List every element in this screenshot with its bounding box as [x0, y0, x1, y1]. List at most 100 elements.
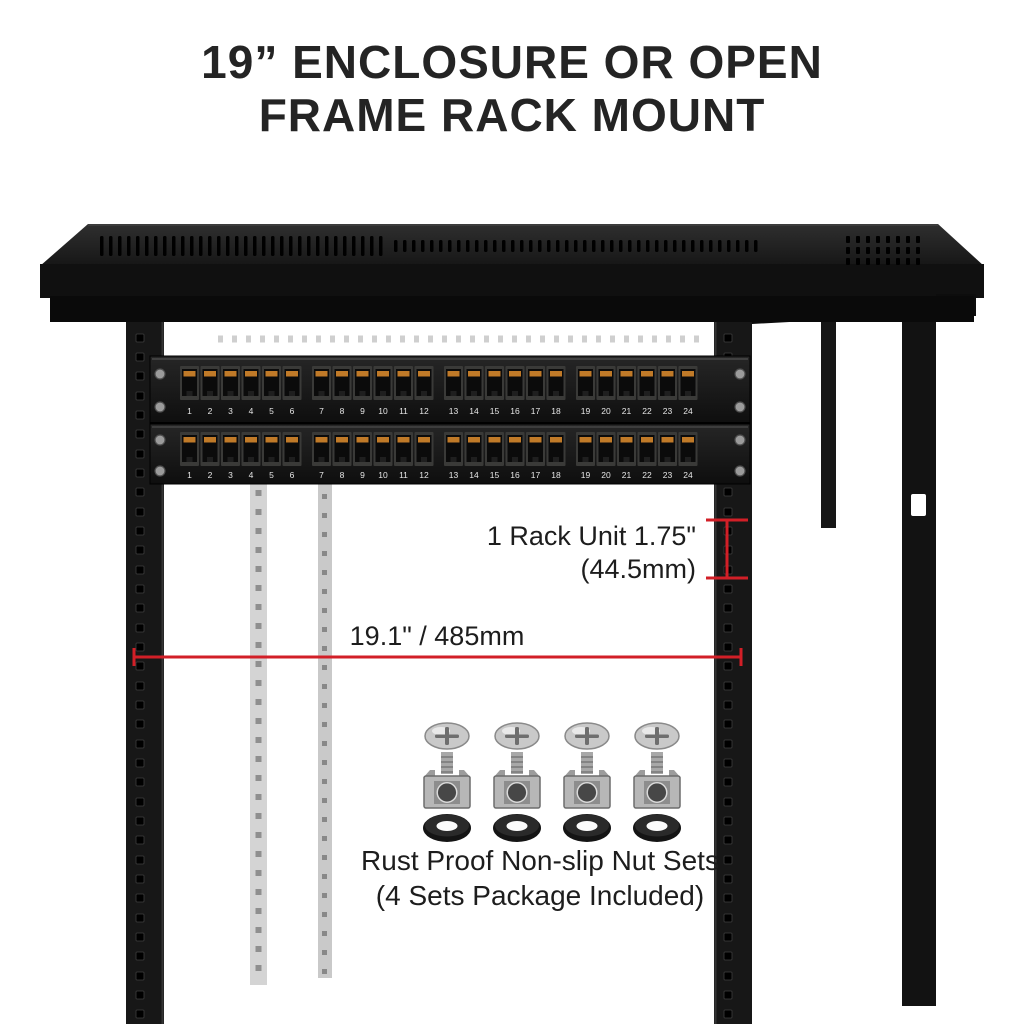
- top-beam: [50, 296, 974, 322]
- port-number: 2: [208, 470, 213, 480]
- port-number: 20: [601, 406, 611, 416]
- rack-hole: [322, 817, 327, 822]
- rj45-clip-notch: [318, 391, 325, 396]
- rj45-contacts: [356, 437, 369, 443]
- rack-hole: [723, 777, 733, 787]
- rj45-clip-notch: [664, 457, 671, 462]
- port-number: 16: [510, 406, 520, 416]
- rj45-contacts: [509, 371, 521, 377]
- rack-hole: [723, 951, 733, 961]
- port-number: 10: [378, 470, 388, 480]
- rj45-contacts: [682, 437, 694, 443]
- rack-hole: [135, 681, 145, 691]
- rj45-contacts: [286, 371, 298, 377]
- rack-hole: [135, 719, 145, 729]
- rack-hole: [723, 913, 733, 923]
- port-number: 24: [683, 470, 693, 480]
- rj45-contacts: [265, 371, 278, 377]
- rj45-clip-notch: [512, 457, 518, 462]
- port-number: 12: [419, 470, 429, 480]
- port-number: 14: [469, 470, 479, 480]
- rack-hole: [135, 1009, 145, 1019]
- rack-hole: [322, 608, 327, 613]
- rj45-clip-notch: [685, 391, 691, 396]
- rack-hole: [322, 494, 327, 499]
- rj45-contacts: [356, 371, 369, 377]
- port-number: 5: [269, 406, 274, 416]
- rack-hole: [322, 874, 327, 879]
- rj45-contacts: [579, 437, 592, 443]
- rack-hole: [135, 507, 145, 517]
- port-number: 6: [290, 470, 295, 480]
- port-number: 21: [622, 406, 632, 416]
- rack-hole: [255, 623, 262, 629]
- rack-hole: [255, 566, 262, 572]
- port-number: 15: [490, 406, 500, 416]
- rj45-clip-notch: [491, 391, 498, 396]
- rack-hole: [255, 965, 262, 971]
- rack-hole: [322, 836, 327, 841]
- rear-right-post: [902, 294, 936, 1006]
- rj45-clip-notch: [207, 457, 213, 462]
- rj45-clip-notch: [532, 391, 539, 396]
- rj45-clip-notch: [644, 457, 650, 462]
- rack-unit-label-line2: (44.5mm): [580, 554, 696, 584]
- rj45-contacts: [447, 371, 460, 377]
- rack-hole: [322, 551, 327, 556]
- rack-hole: [135, 333, 145, 343]
- rack-hole: [135, 835, 145, 845]
- page-title: 19” ENCLOSURE OR OPEN FRAME RACK MOUNT: [0, 36, 1024, 143]
- rj45-contacts: [286, 437, 298, 443]
- rack-hole: [322, 589, 327, 594]
- rack-hole: [255, 756, 262, 762]
- rj45-clip-notch: [380, 391, 386, 396]
- rack-hole: [322, 684, 327, 689]
- rack-hole: [135, 584, 145, 594]
- rack-hole: [255, 775, 262, 781]
- rack-hole: [255, 699, 262, 705]
- rack-hole: [135, 429, 145, 439]
- rj45-contacts: [315, 437, 328, 443]
- rj45-clip-notch: [685, 457, 691, 462]
- nut-sets-caption-line2: (4 Sets Package Included): [376, 880, 704, 911]
- rack-hole: [135, 468, 145, 478]
- width-measure-line: [132, 648, 743, 666]
- rj45-contacts: [245, 371, 257, 377]
- rack-hole: [723, 971, 733, 981]
- rack-hole: [723, 816, 733, 826]
- rack-hole: [135, 777, 145, 787]
- rj45-contacts: [529, 371, 542, 377]
- port-number: 1: [187, 470, 192, 480]
- rj45-contacts: [661, 437, 674, 443]
- rj45-contacts: [204, 371, 216, 377]
- rack-hole: [135, 623, 145, 633]
- port-number: 13: [449, 470, 459, 480]
- width-label: 19.1" / 485mm: [350, 621, 525, 651]
- rj45-contacts: [550, 371, 562, 377]
- port-number: 7: [319, 470, 324, 480]
- rj45-clip-notch: [268, 391, 275, 396]
- port-number: 14: [469, 406, 479, 416]
- rack-hole: [135, 371, 145, 381]
- rj45-clip-notch: [289, 457, 295, 462]
- rj45-clip-notch: [248, 457, 254, 462]
- rj45-clip-notch: [339, 457, 345, 462]
- rack-hole: [135, 758, 145, 768]
- rack-hole: [255, 832, 262, 838]
- port-number: 23: [663, 470, 673, 480]
- rack-hole: [135, 487, 145, 497]
- rack-hole: [135, 410, 145, 420]
- rj45-clip-notch: [227, 457, 234, 462]
- rack-hole: [135, 913, 145, 923]
- rj45-contacts: [509, 437, 521, 443]
- vent-slots: [100, 236, 920, 265]
- rj45-clip-notch: [186, 391, 193, 396]
- rack-hole: [723, 700, 733, 710]
- rj45-contacts: [315, 371, 328, 377]
- port-number: 9: [360, 470, 365, 480]
- rack-top-cap: [40, 224, 984, 322]
- rack-hole: [135, 893, 145, 903]
